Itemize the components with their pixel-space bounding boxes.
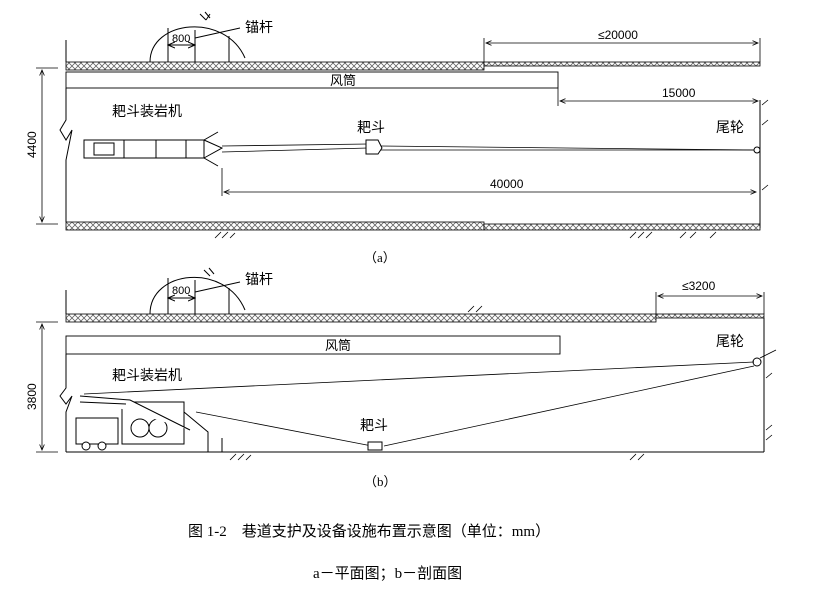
label-loader-a: 耙斗装岩机: [112, 104, 182, 120]
label-tail-wheel-b: 尾轮: [716, 334, 744, 350]
dim-3800-b: 3800: [25, 383, 39, 410]
anchor-bolt-zone-a: [149, 11, 246, 63]
figure-title: 图 1-2 巷道支护及设备设施布置示意图（单位：mm）: [188, 522, 550, 540]
dim-4400-a: 4400: [25, 131, 39, 158]
label-loader-b: 耙斗装岩机: [112, 368, 182, 384]
dim-anchor-spacing-a: 800: [172, 33, 190, 45]
anchor-bolt-zone-b: [149, 267, 246, 315]
haul-ropes-b: [83, 361, 755, 447]
bottom-wall-hatched-a: [65, 221, 485, 231]
scraper-loader-plan-a: [83, 131, 224, 167]
dim-40000-a: 40000: [490, 177, 524, 191]
dim-15000-a: 15000: [662, 86, 696, 100]
scraper-loader-side-b: [75, 395, 223, 453]
left-heading-a: [59, 88, 73, 222]
panel-b-section-view: 800 锚杆 ≤3200 风筒 3800 尾轮 耙斗装岩机: [25, 267, 777, 489]
roof-thin-b: [655, 313, 765, 319]
scraper-bucket-a: [365, 139, 383, 155]
dim-3200-b: ≤3200: [682, 279, 716, 293]
duct-b: [65, 335, 561, 355]
top-wall-thin-a: [483, 61, 761, 67]
label-scraper-a: 耙斗: [357, 120, 385, 136]
roof-hatched-b: [65, 313, 657, 323]
tail-wheel-b: [752, 357, 762, 367]
caption-b: （b）: [364, 474, 397, 489]
panel-a-plan-view: 800 锚杆 ≤20000 风筒 15000 4400 耙斗装岩机: [25, 11, 769, 265]
tail-wheel-a: [753, 146, 761, 154]
duct-a: [65, 71, 559, 89]
label-tail-wheel-a: 尾轮: [716, 120, 744, 136]
label-duct-a: 风筒: [330, 73, 356, 89]
label-duct-b: 风筒: [325, 338, 351, 354]
label-scraper-b: 耙斗: [360, 418, 388, 434]
top-wall-hatched-a: [65, 61, 485, 71]
left-heading-b: [59, 354, 73, 452]
label-anchor-a: 锚杆: [245, 20, 273, 36]
figure-subtitle: a－平面图；b－剖面图: [313, 565, 462, 582]
dim-20000-a: ≤20000: [598, 28, 638, 42]
haul-ropes-a: [221, 143, 757, 153]
dim-anchor-spacing-b: 800: [172, 285, 190, 297]
caption-a: （a）: [364, 250, 396, 265]
bottom-wall-thin-a: [483, 223, 761, 231]
scraper-bucket-b: [367, 441, 383, 451]
label-anchor-b: 锚杆: [245, 272, 273, 288]
